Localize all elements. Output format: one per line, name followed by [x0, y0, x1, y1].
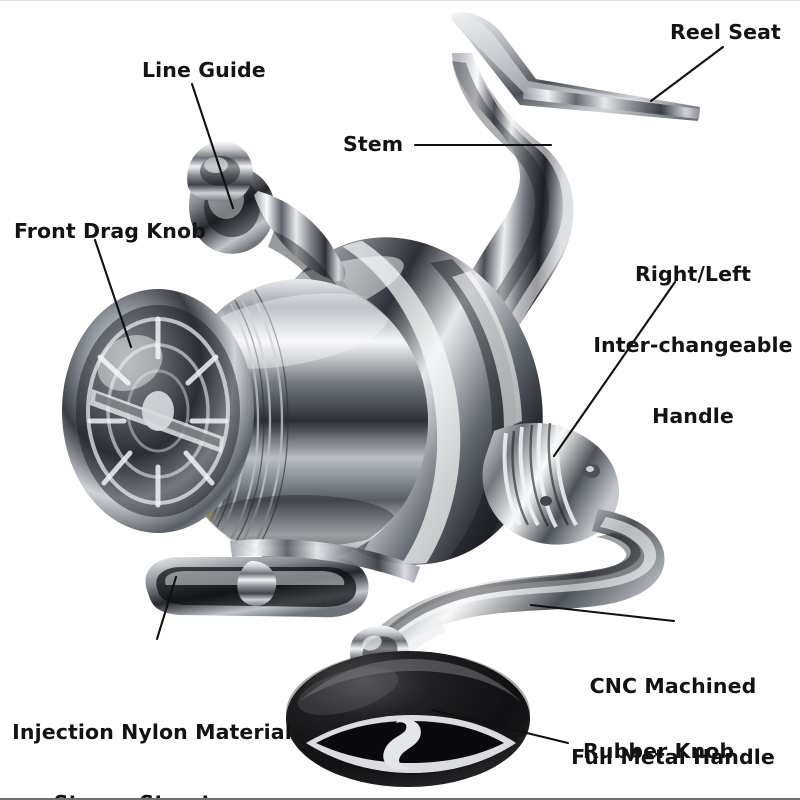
label-stem: Stem [343, 132, 404, 156]
shaft-knurling [502, 422, 578, 528]
leader-nylon [155, 575, 178, 641]
front-drag-knob-part [62, 289, 254, 533]
label-line-guide: Line Guide [142, 58, 266, 82]
bail-wire-part [145, 539, 420, 618]
label-injection-nylon: Injection Nylon Material Strong Structur… [12, 673, 292, 798]
drag-knob-spokes [87, 316, 229, 508]
label-rubber-knob: Rubber Knob [583, 739, 735, 763]
leader-reel-seat [649, 45, 725, 103]
label-front-drag-knob: Front Drag Knob [14, 219, 206, 243]
label-cnc-handle-line2: Full Metal Handle [571, 744, 775, 769]
leader-front-drag-knob [93, 238, 133, 349]
label-interchangeable-handle-line2: Inter-changeable [593, 332, 793, 357]
label-injection-nylon-line2: Strong Structure [12, 791, 292, 798]
spool-part [62, 279, 428, 563]
leader-handle-swap [552, 280, 677, 458]
knob-emblem [306, 715, 516, 773]
reel-seat-part [451, 11, 700, 122]
rubber-knob-part [286, 625, 530, 787]
label-interchangeable-handle: Right/Left Inter-changeable Handle [593, 215, 792, 476]
leader-rubber-knob [430, 708, 570, 745]
label-cnc-handle: CNC Machined Full Metal Handle [571, 627, 775, 798]
label-cnc-handle-line1: CNC Machined [589, 673, 757, 698]
label-injection-nylon-line1: Injection Nylon Material [12, 719, 292, 744]
handle-shaft-part [482, 422, 620, 545]
line-guide-part [187, 141, 346, 297]
leader-line-guide [190, 82, 235, 210]
label-interchangeable-handle-line1: Right/Left [634, 261, 752, 286]
label-reel-seat: Reel Seat [670, 20, 781, 44]
leader-cnc [529, 603, 676, 623]
label-interchangeable-handle-line3: Handle [652, 404, 734, 429]
